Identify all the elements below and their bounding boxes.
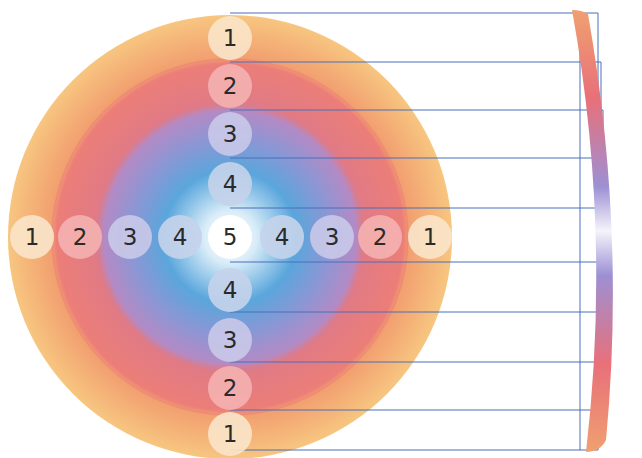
zone-number-circle: 1	[408, 215, 452, 259]
zone-number: 1	[223, 27, 238, 50]
zone-number-circle: 3	[310, 215, 354, 259]
zone-number: 3	[325, 226, 340, 249]
zone-number-circle: 4	[208, 162, 252, 206]
zone-number: 1	[223, 423, 238, 446]
zone-number: 2	[373, 226, 388, 249]
zone-number: 2	[223, 75, 238, 98]
zone-number: 4	[223, 279, 238, 302]
zone-number: 2	[223, 377, 238, 400]
zone-number-circle: 2	[208, 366, 252, 410]
zone-number: 3	[123, 226, 138, 249]
zone-disc	[8, 15, 452, 458]
zone-number: 2	[73, 226, 88, 249]
zone-number: 3	[223, 123, 238, 146]
zone-number-circle: 4	[158, 215, 202, 259]
zone-number-circle: 2	[358, 215, 402, 259]
zone-number-circle: 3	[208, 318, 252, 362]
zone-number-circle: 2	[208, 64, 252, 108]
projection-lines	[230, 13, 605, 450]
zone-number: 1	[423, 226, 438, 249]
zone-number-circle: 4	[260, 215, 304, 259]
zone-number-circle: 3	[208, 112, 252, 156]
zone-number: 4	[275, 226, 290, 249]
zone-number-circle: 2	[58, 215, 102, 259]
zone-number-circle: 1	[208, 16, 252, 60]
zone-number: 4	[223, 173, 238, 196]
zone-number: 5	[223, 226, 238, 249]
zone-number: 1	[25, 226, 40, 249]
lens-profile	[572, 10, 613, 452]
zone-number: 4	[173, 226, 188, 249]
zone-number-circle: 4	[208, 268, 252, 312]
zone-number-circle: 1	[10, 215, 54, 259]
zone-number: 3	[223, 329, 238, 352]
zone-number-circle: 5	[208, 215, 252, 259]
zone-number-circle: 3	[108, 215, 152, 259]
zone-number-circle: 1	[208, 412, 252, 456]
